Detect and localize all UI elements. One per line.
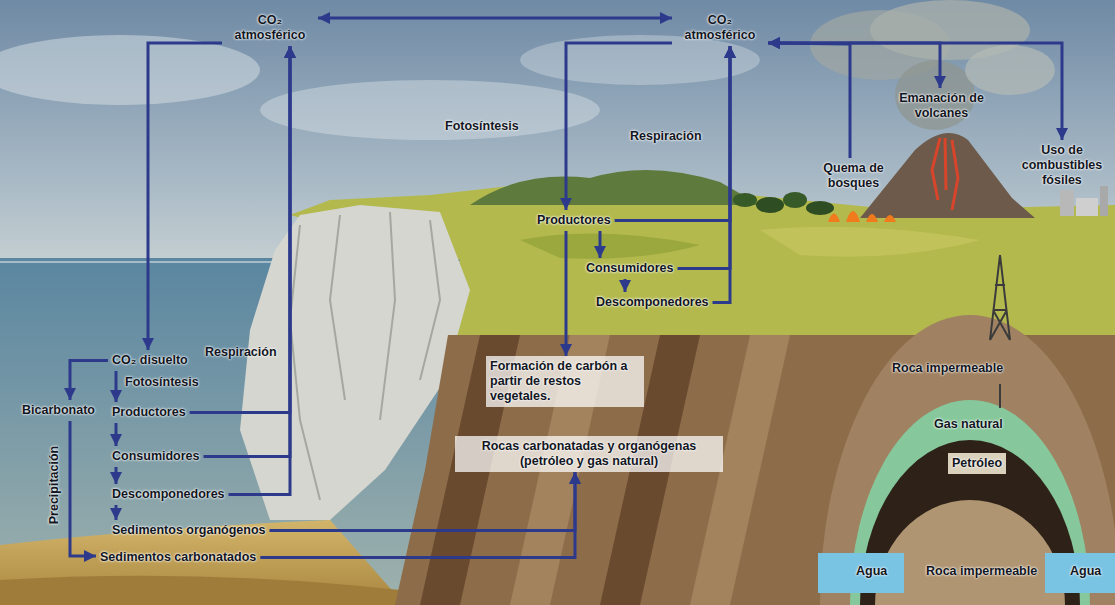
rock-box: Formación de carbón a partir de restos v… [486,356,644,407]
node-text: CO₂ atmosférico [676,13,764,43]
sea-floor-sediment [0,520,405,605]
cycle-node: Consumidores [108,446,204,467]
flow-label: Respiración [626,126,706,147]
geology-label: Roca impermeable [922,561,1041,582]
forest [806,201,834,215]
carbon-flow-arrow [566,43,672,210]
carbon-flow-arrow [115,423,118,446]
cloud [260,80,600,140]
groundwater [1045,553,1115,593]
flow-label: Fotosíntesis [441,116,523,137]
node-text: Rocas carbonatadas y organógenas (petról… [459,439,719,469]
carbon-flow-arrow [260,472,575,558]
cycle-node: CO₂ atmosférico [672,10,768,46]
sea-floor-sediment [0,576,405,605]
geology-label: Gas natural [930,414,1007,435]
node-text: Productores [112,405,186,420]
node-text: Uso de combustibles fósiles [1018,143,1106,188]
carbon-flow-arrow [115,467,118,484]
cliff-shading [290,212,440,500]
flow-label: Precipitación [44,442,65,529]
volcanic-smoke [965,45,1055,95]
node-text: CO₂ atmosférico [226,13,314,43]
cycle-node: CO₂ atmosférico [222,10,318,46]
carbon-flow-arrow [229,46,290,495]
cycle-node: Consumidores [582,258,678,279]
cycle-node: Productores [533,210,615,231]
carbon-flow-arrow [599,231,602,258]
carbon-flow-arrow [768,43,850,158]
carbon-flow-arrow [678,46,730,269]
cycle-node: Productores [108,402,190,423]
forest [783,192,807,208]
carbon-flow-arrow [115,505,118,520]
carbon-flow-arrow [768,43,1062,140]
oil-pipe [999,384,1001,408]
geology-label: Agua [1066,561,1105,582]
cycle-node: Uso de combustibles fósiles [1014,140,1110,191]
carbon-flow-arrow [148,43,222,350]
lava-flow [932,138,958,210]
forest [756,197,784,213]
cycle-node: Quema de bosques [812,158,895,194]
cycle-node: Emanación de volcanes [890,88,993,124]
cycle-node: Sedimentos organógenos [108,520,270,541]
forest-fire [828,211,896,222]
groundwater [818,553,904,593]
cycle-node: CO₂ disuelto [108,350,192,371]
node-text: Sedimentos organógenos [112,523,266,538]
rock-box: Rocas carbonatadas y organógenas (petról… [455,436,723,472]
carbon-flow-arrow [270,472,576,531]
factory-chimney [1100,186,1108,216]
node-text: CO₂ disuelto [112,353,188,368]
carbon-flow-arrow [70,421,96,556]
carbon-flow-arrow [615,46,730,221]
cycle-node: Bicarbonato [18,400,99,421]
cycle-node: Descomponedores [592,292,713,313]
node-text: Quema de bosques [816,161,891,191]
node-text: Sedimentos carbonatados [100,550,256,565]
node-text: Consumidores [586,261,674,276]
cycle-node: Descomponedores [108,484,229,505]
background-hills [470,170,760,205]
geology-label: Agua [852,561,891,582]
carbon-flow-arrow [318,17,672,20]
node-text: Descomponedores [112,487,225,502]
node-text: Descomponedores [596,295,709,310]
cloud [0,35,260,105]
grass-patch [520,234,700,259]
volcano [860,133,1035,218]
cycle-node: Sedimentos carbonatados [96,547,260,568]
carbon-flow-arrow [565,231,568,356]
node-text: Consumidores [112,449,200,464]
node-text: Bicarbonato [22,403,95,418]
forest [733,193,757,207]
carbon-flow-arrow [190,46,290,413]
oil-derrick [990,255,1010,340]
carbon-flow-arrow [115,371,118,402]
geology-label: Roca impermeable [888,358,1007,379]
geology-label: Petróleo [948,453,1006,474]
factory [1060,190,1074,216]
node-text: Emanación de volcanes [894,91,989,121]
carbon-flow-arrow [70,361,108,401]
flow-label: Respiración [201,342,281,363]
grass-patch [760,227,980,257]
node-text: Productores [537,213,611,228]
carbon-flow-arrow [768,43,940,88]
flow-label: Fotosíntesis [121,372,203,393]
carbon-flow-arrow [713,46,730,303]
factory [1076,198,1098,216]
carbon-flow-arrow [624,279,627,292]
carbon-flow-arrow [204,46,290,457]
node-text: Formación de carbón a partir de restos v… [490,359,640,404]
